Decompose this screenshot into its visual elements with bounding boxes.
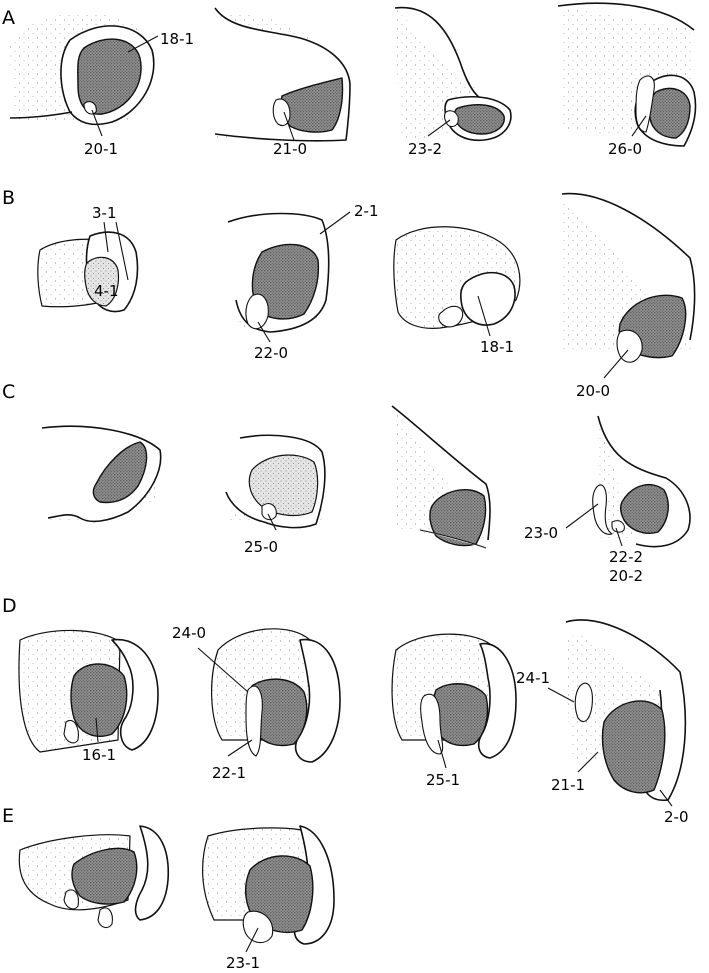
row-letter-e: E (2, 805, 14, 827)
specimen-c4 (565, 415, 691, 548)
specimen-c2 (225, 434, 326, 531)
specimen-c1 (41, 425, 162, 523)
label-a-26-0: 26-0 (608, 140, 642, 158)
row-letter-d: D (2, 595, 17, 617)
specimen-a3 (394, 6, 512, 142)
specimen-d1 (18, 629, 159, 753)
specimen-a1 (9, 12, 159, 137)
label-a-23-2: 23-2 (408, 140, 442, 158)
label-d-16-1: 16-1 (82, 746, 116, 764)
specimen-e1 (18, 825, 170, 929)
label-c-25-0: 25-0 (244, 538, 278, 556)
specimen-a4 (557, 2, 697, 147)
row-letter-a: A (2, 7, 15, 29)
specimen-c3 (391, 405, 491, 549)
label-c-23-0: 23-0 (524, 524, 558, 542)
specimen-b3 (393, 226, 521, 337)
specimen-b2 (227, 211, 351, 343)
label-e-23-1: 23-1 (226, 954, 260, 972)
label-c-20-2: 20-2 (609, 567, 643, 585)
label-b-4-1: 4-1 (94, 282, 119, 300)
specimen-b4 (561, 192, 696, 379)
specimen-b1 (37, 221, 139, 313)
specimen-d4 (547, 619, 687, 807)
label-b-2-1: 2-1 (354, 202, 379, 220)
row-letter-c: C (2, 381, 15, 403)
row-letter-b: B (2, 187, 15, 209)
label-d-22-1: 22-1 (212, 764, 246, 782)
label-d-24-1: 24-1 (516, 669, 550, 687)
label-d-2-0: 2-0 (664, 808, 689, 826)
label-a-21-0: 21-0 (273, 140, 307, 158)
label-d-24-0: 24-0 (172, 624, 206, 642)
label-b-20-0: 20-0 (576, 382, 610, 400)
specimen-d2 (197, 628, 341, 763)
label-b-18-1: 18-1 (480, 338, 514, 356)
label-b-22-0: 22-0 (254, 344, 288, 362)
label-d-21-1: 21-1 (551, 776, 585, 794)
label-a-20-1: 20-1 (84, 140, 118, 158)
label-c-22-2: 22-2 (609, 548, 643, 566)
label-a-18-1: 18-1 (160, 30, 194, 48)
specimen-e2 (202, 825, 335, 953)
label-b-3-1: 3-1 (92, 204, 117, 222)
specimen-d3 (391, 633, 517, 769)
label-d-25-1: 25-1 (426, 771, 460, 789)
specimen-a2 (214, 7, 351, 142)
